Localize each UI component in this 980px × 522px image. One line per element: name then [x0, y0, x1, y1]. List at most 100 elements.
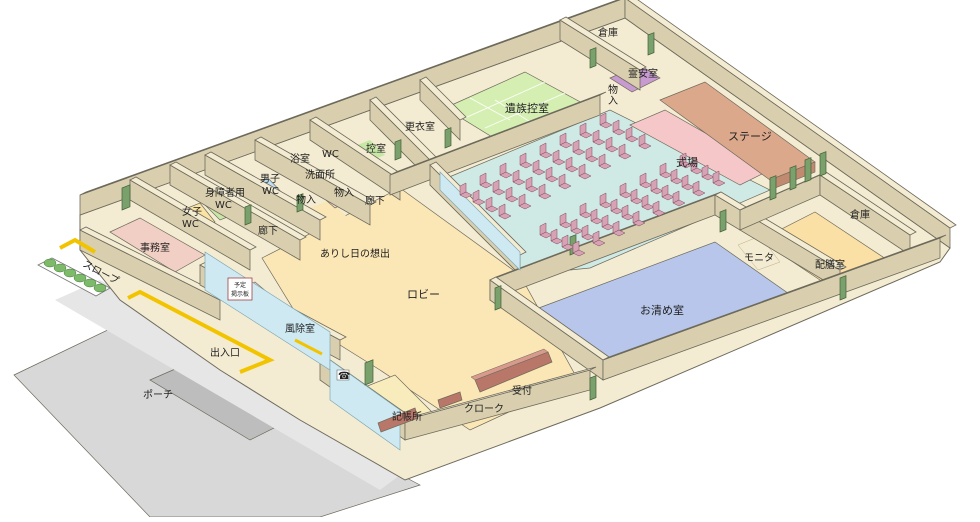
- door: [296, 193, 304, 213]
- label-danshi-1: 男子: [260, 173, 280, 185]
- chair-seat: [459, 191, 473, 199]
- label-reian: 霊安室: [628, 67, 658, 80]
- label-omoide: ありし日の想出: [320, 247, 390, 260]
- label-souko-right: 倉庫: [850, 208, 870, 221]
- chair-seat: [605, 145, 619, 153]
- label-senmen: 洗面所: [305, 169, 335, 181]
- door: [819, 151, 827, 177]
- chair-seat: [632, 219, 646, 227]
- chair-seat: [712, 179, 726, 187]
- label-stage: ステージ: [728, 130, 772, 143]
- label-yotei-1: 予定: [234, 281, 246, 289]
- label-yotei-2: 掲示板: [231, 290, 249, 298]
- label-monitor: モニタ: [744, 252, 774, 264]
- label-shogai-2: WC: [215, 200, 232, 211]
- label-mono-top-2: 入: [608, 96, 618, 107]
- kichou-desk: [377, 407, 419, 433]
- wall-top: [602, 234, 947, 361]
- chair-seat: [505, 195, 519, 203]
- doors: [121, 32, 847, 401]
- reception-counter-top: [470, 348, 549, 381]
- chair-seat: [625, 135, 639, 143]
- wall-top: [79, 0, 621, 196]
- wall-top: [389, 91, 607, 176]
- schedule-board: [227, 277, 253, 301]
- chair-seat: [525, 185, 539, 193]
- chair-seat: [572, 148, 586, 156]
- label-mono-top-1: 物: [608, 83, 618, 96]
- door: [589, 375, 597, 401]
- door: [789, 165, 797, 191]
- porch-area: [13, 324, 421, 518]
- chair-seat: [572, 249, 586, 257]
- label-yokushitsu: 浴室: [290, 152, 310, 165]
- chair-seat: [592, 239, 606, 247]
- wall-top: [419, 76, 467, 121]
- label-deiriguchi: 出入口: [210, 346, 240, 359]
- label-rouka-r: 廊下: [365, 194, 385, 207]
- door: [839, 275, 847, 301]
- chair-seat: [519, 161, 533, 169]
- door: [719, 209, 727, 233]
- chair-seat: [539, 151, 553, 159]
- chair-seat: [598, 162, 612, 170]
- chair-seat: [618, 152, 632, 160]
- label-koui: 更衣室: [405, 120, 435, 133]
- label-kichou: 記帳所: [392, 410, 422, 423]
- chair-seat: [612, 229, 626, 237]
- chair-seat: [532, 168, 546, 176]
- chair-seat: [599, 121, 613, 129]
- door: [364, 359, 374, 386]
- hedge-bush: [83, 278, 97, 288]
- label-porch: ポーチ: [143, 389, 173, 401]
- door: [589, 47, 597, 69]
- label-shikijo: 式場: [676, 156, 698, 169]
- label-uketsuke: 受付: [512, 384, 532, 397]
- chair-seat: [479, 181, 493, 189]
- chair-seat: [692, 189, 706, 197]
- label-shogai-1: 身障者用: [205, 186, 245, 199]
- chairs: [459, 112, 726, 257]
- wall-top: [169, 161, 307, 241]
- label-phone: ☎: [338, 371, 350, 382]
- hedge-bush: [73, 273, 87, 283]
- chair-seat: [558, 182, 572, 190]
- chair-seat: [512, 178, 526, 186]
- label-lobby: ロビー: [407, 288, 440, 301]
- phone-box: [336, 369, 350, 381]
- label-cloak: クローク: [464, 403, 504, 415]
- cloak-counter: [437, 391, 463, 409]
- chair-seat: [638, 142, 652, 150]
- label-souko-top: 倉庫: [598, 26, 618, 39]
- monitor-floor: [737, 235, 781, 271]
- hedge-bush: [53, 263, 67, 273]
- door: [394, 139, 402, 161]
- label-wc-top: WC: [322, 149, 339, 160]
- hedge: [43, 258, 107, 293]
- label-rouka-l: 廊下: [258, 224, 278, 237]
- guide-line: [59, 237, 97, 254]
- door: [444, 127, 452, 149]
- door: [244, 204, 252, 226]
- door: [804, 157, 812, 183]
- door: [121, 184, 131, 211]
- label-okiyome: お清め室: [640, 303, 684, 317]
- chair-seat: [559, 141, 573, 149]
- wall-top: [204, 151, 327, 221]
- porch-walkway: [55, 280, 420, 490]
- chair-seat: [498, 212, 512, 220]
- label-mono-left: 物入: [296, 193, 316, 206]
- chair-seat: [592, 138, 606, 146]
- chair-seat: [552, 158, 566, 166]
- label-joshi-2: WC: [182, 219, 199, 230]
- door: [769, 175, 777, 201]
- glass-wall: [439, 171, 521, 271]
- chair-seat: [579, 131, 593, 139]
- chair-seat: [518, 202, 532, 210]
- door: [647, 32, 655, 56]
- chair-seat: [472, 198, 486, 206]
- guide-line-entrance: [127, 289, 275, 374]
- door: [494, 285, 502, 311]
- chair-seat: [545, 175, 559, 183]
